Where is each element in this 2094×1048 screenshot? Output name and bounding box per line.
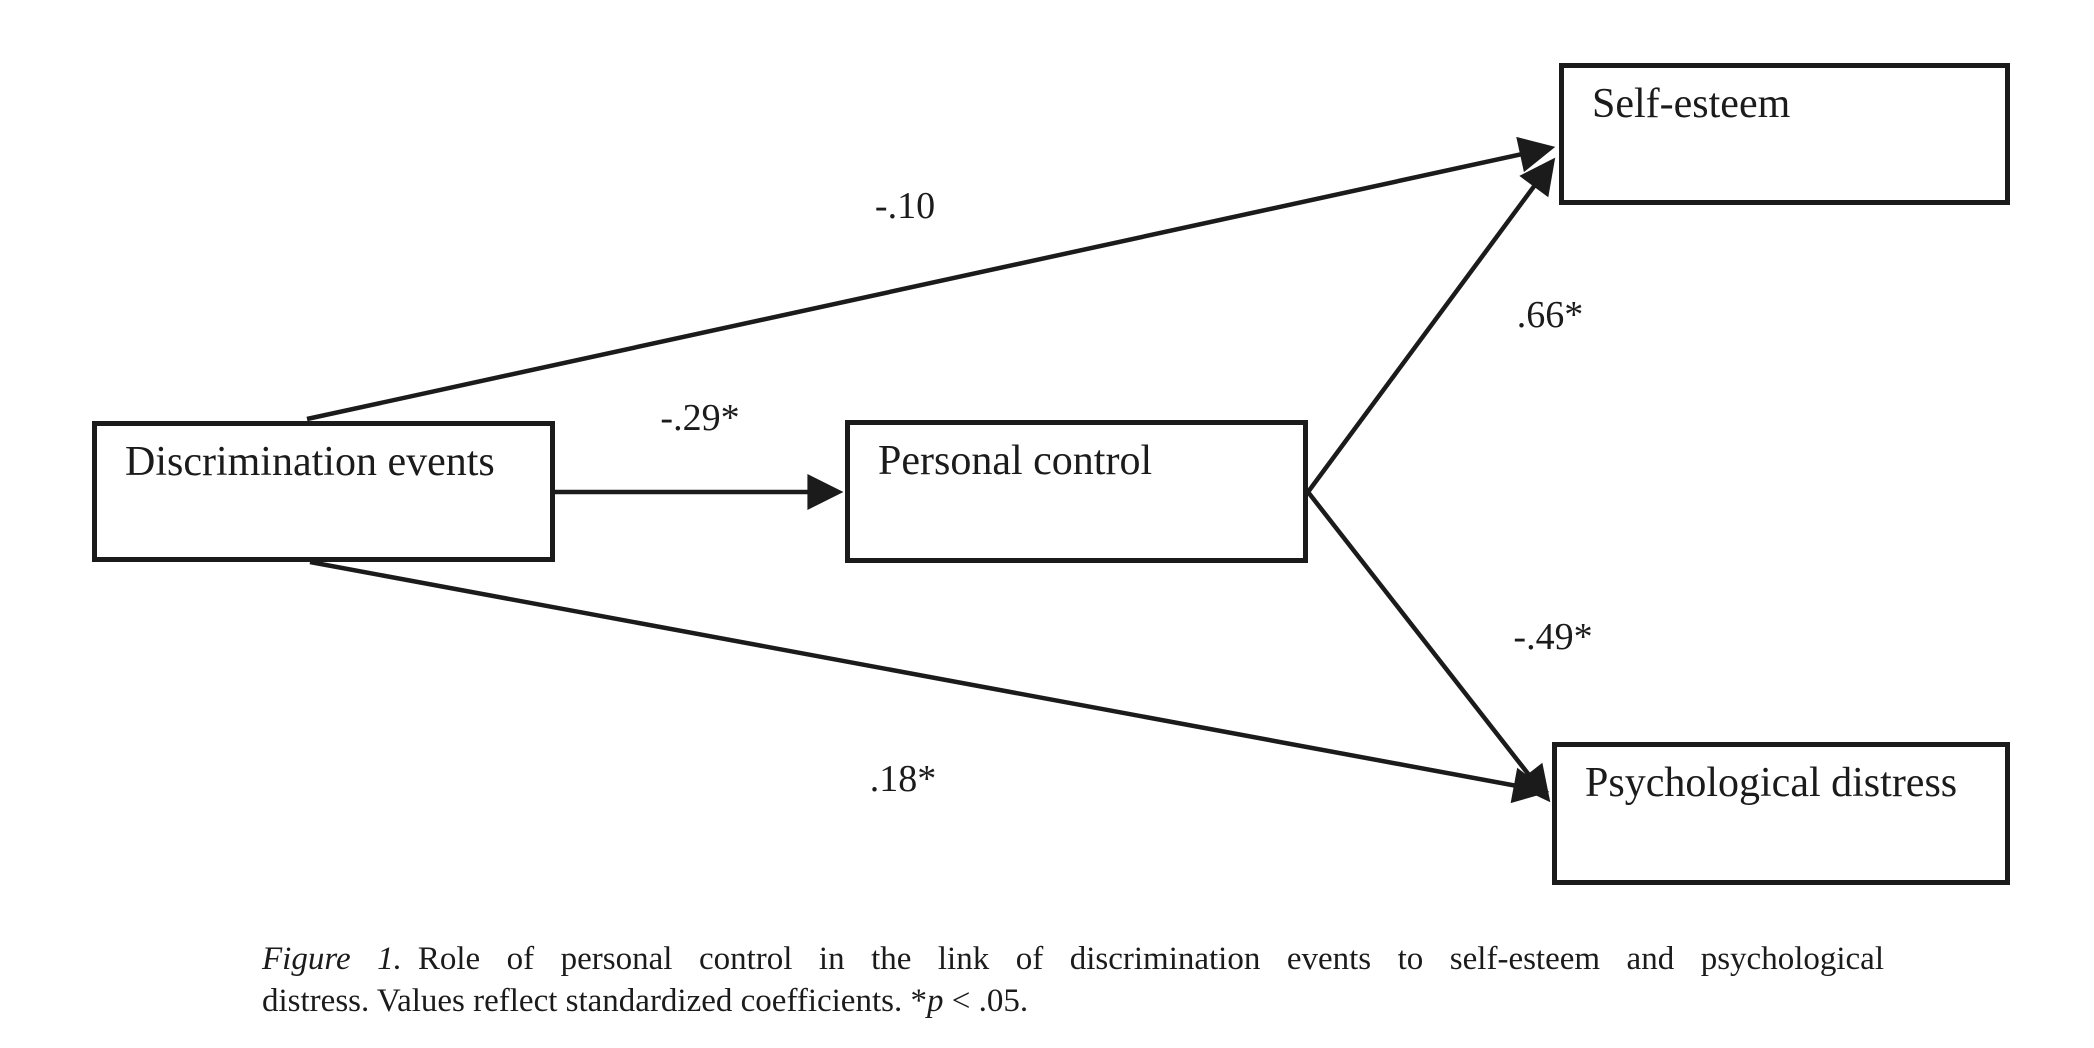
arrow-personalcontrol-to-selfesteem xyxy=(1306,157,1556,494)
node-personal-control: Personal control xyxy=(845,420,1308,563)
arrow-discrimination-to-selfesteem xyxy=(306,136,1556,422)
coef-label-personalcontrol-selfesteem: .66* xyxy=(1516,294,1584,336)
coef-label-personalcontrol-distress: -.49* xyxy=(1513,616,1593,658)
figure-caption: Figure 1. Role of personal control in the… xyxy=(262,938,1884,1022)
coef-label-discrimination-selfesteem: -.10 xyxy=(874,185,936,227)
figure-caption-line2-pre: distress. Values reflect standardized co… xyxy=(262,983,927,1019)
figure-caption-line2-post: < .05. xyxy=(943,983,1029,1019)
figure-caption-number: Figure 1. xyxy=(262,941,402,977)
coef-label-discrimination-personalcontrol: -.29* xyxy=(660,397,740,439)
node-discrimination-events-label: Discrimination events xyxy=(125,439,495,485)
node-discrimination-events: Discrimination events xyxy=(92,421,555,562)
figure-caption-line1: Figure 1. Role of personal control in the… xyxy=(262,938,1884,980)
figure-caption-text: Role of personal control in the link of … xyxy=(417,941,1884,977)
arrow-discrimination-to-distress xyxy=(309,559,1550,804)
figure-caption-line2: distress. Values reflect standardized co… xyxy=(262,980,1884,1022)
node-self-esteem: Self-esteem xyxy=(1559,63,2010,205)
node-self-esteem-label: Self-esteem xyxy=(1592,81,1791,127)
figure-caption-p-italic: p xyxy=(926,983,944,1019)
node-personal-control-label: Personal control xyxy=(878,438,1153,484)
node-psychological-distress-label: Psychological distress xyxy=(1585,760,1958,806)
node-psychological-distress: Psychological distress xyxy=(1552,742,2010,885)
arrow-personalcontrol-to-distress xyxy=(1306,490,1551,803)
coef-label-discrimination-distress: .18* xyxy=(869,758,937,800)
